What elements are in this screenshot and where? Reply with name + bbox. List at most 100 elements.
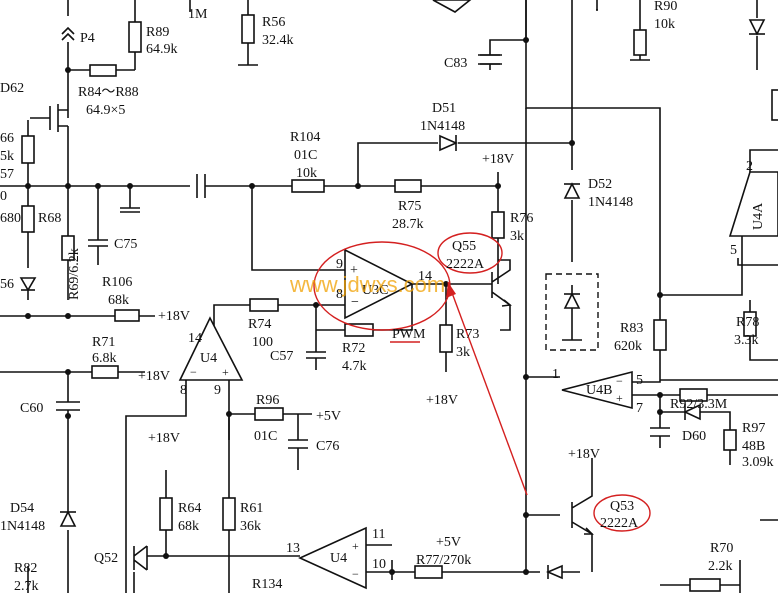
label-r104-b: 10k: [296, 166, 317, 181]
label-pin5a: 5: [730, 243, 737, 258]
label-q53-val: 2222A: [600, 516, 639, 531]
red-annotations: [313, 232, 651, 532]
label-d60: D60: [682, 429, 706, 444]
label-r71: R71: [92, 335, 115, 350]
label-r56: R56: [262, 15, 285, 30]
label-r72: R72: [342, 341, 365, 356]
label-pin9: 9: [336, 257, 343, 272]
label-r97: R97: [742, 421, 765, 436]
label-r70: R70: [710, 541, 733, 556]
label-c57: C57: [270, 349, 293, 364]
label-r106: R106: [102, 275, 132, 290]
label-r104: R104: [290, 130, 320, 145]
label-r97-b: 3.09k: [742, 455, 774, 470]
label-p4: P4: [80, 31, 95, 46]
svg-text:−: −: [352, 567, 359, 581]
label-q55: Q55: [452, 239, 476, 254]
svg-text:+: +: [616, 391, 623, 405]
label-r68: R68: [38, 211, 61, 226]
label-pin9b: 9: [214, 383, 221, 398]
label-q52: Q52: [94, 551, 118, 566]
label-pwm: PWM: [392, 327, 426, 342]
resistors: [21, 14, 778, 592]
label-d52: D52: [588, 177, 612, 192]
label-plus5-a: +5V: [316, 409, 341, 424]
label-r64-val: 68k: [178, 519, 199, 534]
label-r61: R61: [240, 501, 263, 516]
label-r90-val: 10k: [654, 17, 675, 32]
label-pin5b: 5: [636, 373, 643, 388]
label-plus18-b: +18V: [482, 152, 514, 167]
label-r76-val: 3k: [510, 229, 524, 244]
label-r64: R64: [178, 501, 201, 516]
label-r90: R90: [654, 0, 677, 14]
label-q53: Q53: [610, 499, 634, 514]
label-u4a: U4A: [751, 202, 766, 230]
label-pin8b: 8: [180, 383, 187, 398]
label-57: 57: [0, 167, 14, 182]
label-c83: C83: [444, 56, 467, 71]
label-r92: R92/3.3M: [670, 397, 728, 412]
label-q55-val: 2222A: [446, 257, 485, 272]
label-d52-val: 1N4148: [588, 195, 633, 210]
watermark: www.jdwxs.com: [289, 272, 445, 297]
label-r69: R69/6.2k: [67, 248, 82, 300]
label-r78: R78: [736, 315, 759, 330]
label-plus18-d: +18V: [138, 369, 170, 384]
label-d51: D51: [432, 101, 456, 116]
label-r104-a: 01C: [294, 148, 317, 163]
label-r74-val: 100: [252, 335, 273, 350]
svg-text:+: +: [350, 263, 358, 278]
label-pin7: 7: [636, 401, 643, 416]
label-r74: R74: [248, 317, 271, 332]
label-r73-val: 3k: [456, 345, 470, 360]
junctions: [25, 37, 663, 575]
label-r75: R75: [398, 199, 421, 214]
label-plus5-b: +5V: [436, 535, 461, 550]
label-680: 680: [0, 211, 21, 226]
svg-text:−: −: [616, 374, 623, 388]
label-r75-val: 28.7k: [392, 217, 424, 232]
label-66: 66: [0, 131, 14, 146]
label-d54: D54: [10, 501, 34, 516]
label-r83: R83: [620, 321, 643, 336]
label-r72-val: 4.7k: [342, 359, 367, 374]
label-plus18-c: +18V: [426, 393, 458, 408]
label-r78-val: 3.3k: [734, 333, 759, 348]
label-d51-val: 1N4148: [420, 119, 465, 134]
svg-text:+: +: [222, 365, 229, 379]
svg-text:+: +: [352, 539, 359, 553]
label-r97-a: 48B: [742, 439, 765, 454]
label-r106-val: 68k: [108, 293, 129, 308]
label-pin13: 13: [286, 541, 300, 556]
label-5k: 5k: [0, 149, 14, 164]
label-plus18-a: +18V: [158, 309, 190, 324]
label-r89-val: 64.9k: [146, 42, 178, 57]
label-r84-88: R84～R88: [78, 85, 139, 100]
label-pin2: 2: [746, 159, 753, 174]
op-amps: +− −+ −+ +−: [178, 0, 778, 590]
label-pin11: 11: [372, 527, 385, 542]
label-pin10: 10: [372, 557, 386, 572]
label-r134: R134: [252, 577, 282, 592]
label-r61-val: 36k: [240, 519, 261, 534]
label-r56-val: 32.4k: [262, 33, 294, 48]
svg-text:−: −: [351, 295, 359, 310]
label-r96: R96: [256, 393, 279, 408]
label-r71-val: 6.8k: [92, 351, 117, 366]
label-r89: R89: [146, 25, 169, 40]
label-1m: 1M: [188, 7, 208, 22]
label-d54-val: 1N4148: [0, 519, 45, 534]
label-r82: R82: [14, 561, 37, 576]
label-c76: C76: [316, 439, 339, 454]
label-r77: R77/270k: [416, 553, 471, 568]
label-56: 56: [0, 277, 14, 292]
label-u4: U4: [200, 351, 217, 366]
label-r73: R73: [456, 327, 479, 342]
label-r82-val: 2.7k: [14, 579, 39, 593]
label-pin14b: 14: [188, 331, 202, 346]
label-u3c: U3C: [362, 283, 388, 298]
label-r83-val: 620k: [614, 339, 642, 354]
